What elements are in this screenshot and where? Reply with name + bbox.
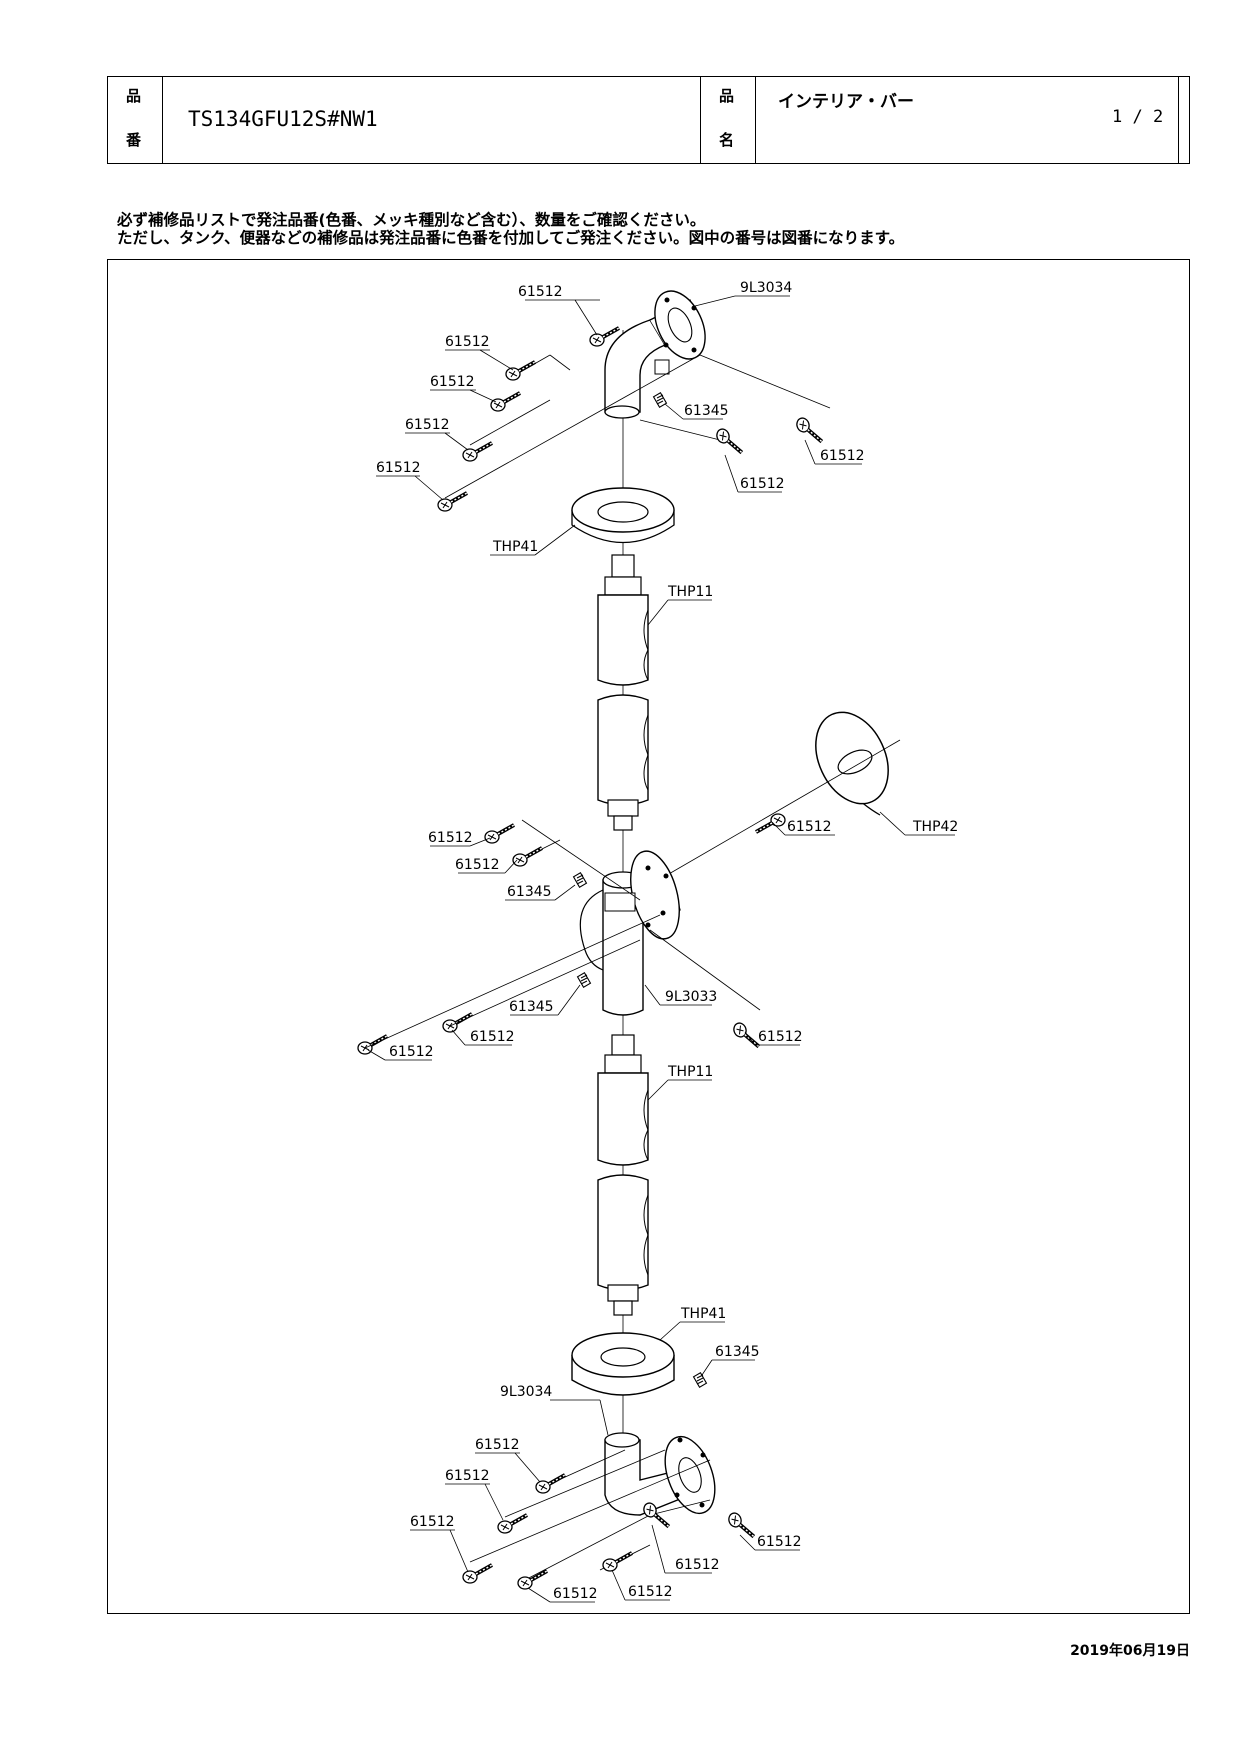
label-setscrew-04: 61345 — [715, 1344, 760, 1360]
label-cover-top: THP41 — [492, 539, 538, 555]
part-number-label-top: 品 — [126, 87, 142, 105]
label-cover-bottom: THP41 — [680, 1306, 726, 1322]
label-screw-08: 61512 — [428, 830, 473, 846]
label-screw-09: 61512 — [455, 857, 500, 873]
label-screw-01: 61512 — [518, 284, 563, 300]
part-name-label-cell: 品 名 — [701, 77, 756, 163]
label-screw-17: 61512 — [553, 1586, 598, 1602]
label-screw-14: 61512 — [475, 1437, 520, 1453]
grip-lower — [597, 1034, 649, 1316]
page-number: 1 / 2 — [1112, 107, 1164, 127]
title-block: 品 番 TS134GFU12S#NW1 品 名 インテリア・バー 1 / 2 — [107, 76, 1190, 164]
part-number-cell — [163, 77, 701, 163]
label-grip-lower: THP11 — [667, 1064, 713, 1080]
note-line-1: 必ず補修品リストで発注品番(色番、メッキ種別など含む）、数量をご確認ください。 — [117, 211, 706, 229]
ring — [815, 711, 889, 816]
label-ring: THP42 — [912, 819, 958, 835]
cover-bottom — [571, 1332, 675, 1396]
label-screw-03: 61512 — [430, 374, 475, 390]
label-screw-10: 61512 — [787, 819, 832, 835]
label-screw-02: 61512 — [445, 334, 490, 350]
label-screw-19: 61512 — [675, 1557, 720, 1573]
label-screw-07: 61512 — [740, 476, 785, 492]
label-screw-12: 61512 — [470, 1029, 515, 1045]
label-middle-bracket: 9L3033 — [665, 989, 717, 1005]
part-name-label-top: 品 — [719, 87, 735, 105]
label-grip-upper: THP11 — [667, 584, 713, 600]
grip-upper — [597, 554, 649, 831]
label-lower-bracket: 9L3034 — [500, 1384, 552, 1400]
label-screw-05: 61512 — [376, 460, 421, 476]
label-screw-16: 61512 — [410, 1514, 455, 1530]
label-upper-bracket: 9L3034 — [740, 280, 792, 296]
label-setscrew-02: 61345 — [507, 884, 552, 900]
label-screw-04: 61512 — [405, 417, 450, 433]
label-screw-11: 61512 — [389, 1044, 434, 1060]
label-screw-15: 61512 — [445, 1468, 490, 1484]
note-line-2: ただし、タンク、便器などの補修品は発注品番に色番を付加してご発注ください。図中の… — [117, 229, 905, 247]
document-date: 2019年06月19日 — [1070, 1643, 1190, 1659]
part-name-cell — [756, 77, 1179, 163]
label-screw-18: 61512 — [628, 1584, 673, 1600]
part-number-label-bottom: 番 — [126, 131, 142, 149]
label-setscrew-01: 61345 — [684, 403, 729, 419]
label-screw-13: 61512 — [758, 1029, 803, 1045]
part-name: インテリア・バー — [778, 92, 914, 112]
drawing-frame — [107, 259, 1190, 1614]
cover-top — [571, 487, 675, 544]
part-name-label-bottom: 名 — [719, 131, 735, 149]
upper-bracket — [604, 290, 706, 419]
lower-bracket — [604, 1432, 716, 1516]
label-screw-20: 61512 — [757, 1534, 802, 1550]
part-number: TS134GFU12S#NW1 — [188, 107, 378, 131]
label-setscrew-03: 61345 — [509, 999, 554, 1015]
part-number-label-cell: 品 番 — [108, 77, 163, 163]
label-screw-06: 61512 — [820, 448, 865, 464]
